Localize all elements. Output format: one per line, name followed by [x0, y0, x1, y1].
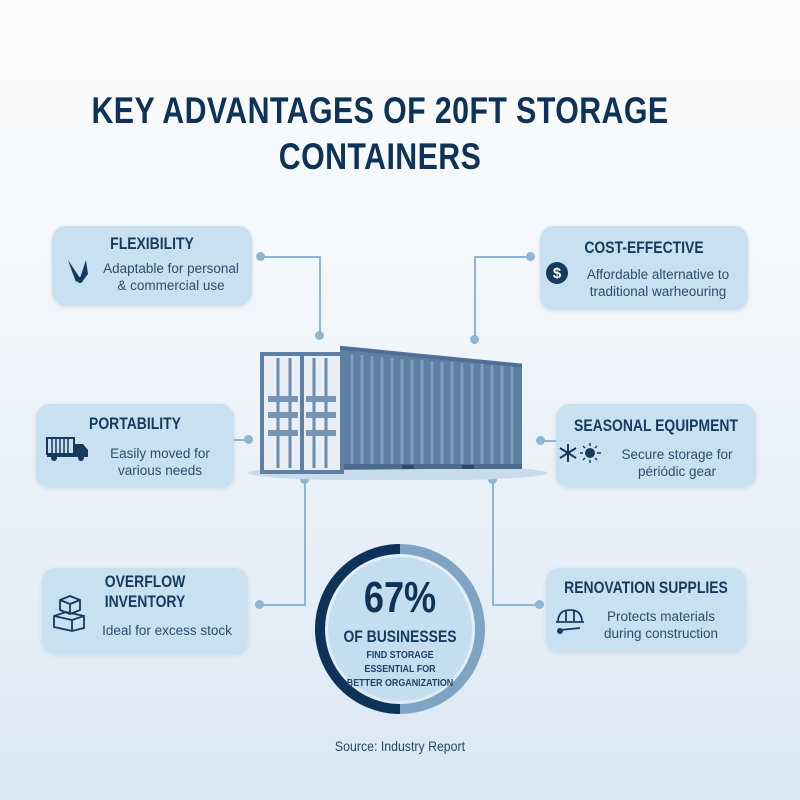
- source-note: Source: Industry Report: [334, 738, 466, 754]
- stat-caption-line: BETTER ORGANIZATION: [346, 677, 454, 689]
- connector-line: [540, 440, 556, 442]
- dollar-icon: $: [545, 261, 569, 285]
- connector-line: [474, 256, 476, 340]
- card-seasonal-equipment: SEASONAL EQUIPMENT Secure storage for pé…: [556, 404, 756, 488]
- stat-value: 67%: [363, 573, 437, 622]
- statistic-ring: 67% OF BUSINESSES FIND STORAGE ESSENTIAL…: [314, 543, 486, 715]
- shipping-container-illustration: [240, 340, 560, 480]
- title-line-1: KEY ADVANTAGES OF 20FT STORAGE: [91, 90, 669, 131]
- connector-dot: [536, 436, 545, 445]
- card-desc-line: Affordable alternative to: [586, 267, 730, 282]
- connector-dot: [244, 435, 253, 444]
- connector-line: [492, 480, 494, 605]
- connector-line: [319, 256, 321, 336]
- stat-caption-line: FIND STORAGE ESSENTIAL FOR: [364, 649, 436, 675]
- card-heading-line: INVENTORY: [104, 592, 186, 611]
- card-desc-line: various needs: [117, 463, 203, 478]
- connector-dot: [256, 252, 265, 261]
- card-desc-line: traditional warheouring: [589, 284, 727, 299]
- boxes-icon: [52, 594, 86, 632]
- stat-inner-circle: [328, 557, 472, 701]
- card-desc-line: & commercial use: [117, 278, 225, 293]
- card-heading-line: OVERFLOW: [104, 572, 186, 591]
- svg-text:$: $: [553, 265, 562, 282]
- card-heading: FLEXIBILITY: [110, 234, 194, 253]
- connector-dot: [488, 475, 497, 484]
- card-renovation-supplies: RENOVATION SUPPLIES Protects materials d…: [546, 568, 746, 652]
- card-desc-line: during construction: [603, 626, 719, 641]
- card-cost-effective: COST-EFFECTIVE $ Affordable alternative …: [540, 226, 748, 310]
- card-flexibility: FLEXIBILITY Adaptable for personal & com…: [52, 226, 252, 306]
- card-heading: COST-EFFECTIVE: [584, 238, 704, 257]
- card-heading: SEASONAL EQUIPMENT: [574, 416, 738, 435]
- hardhat-icon: [554, 606, 586, 636]
- connector-line: [258, 604, 306, 606]
- connector-dot: [470, 335, 479, 344]
- pencil-tools-icon: [66, 256, 90, 286]
- truck-icon: [46, 436, 90, 462]
- card-desc-line: Ideal for excess stock: [102, 623, 232, 638]
- connector-line: [304, 480, 306, 605]
- stat-caption: FIND STORAGE ESSENTIAL FOR BETTER ORGANI…: [342, 648, 458, 690]
- card-desc-line: Adaptable for personal: [103, 261, 239, 276]
- page-title: KEY ADVANTAGES OF 20FT STORAGE CONTAINER…: [68, 88, 691, 180]
- connector-line: [492, 604, 538, 606]
- title-line-2: CONTAINERS: [278, 136, 482, 177]
- card-desc-line: périódic gear: [637, 464, 717, 479]
- card-desc-line: Easily moved for: [110, 446, 210, 461]
- connector-dot: [300, 475, 309, 484]
- card-desc-line: Protects materials: [606, 609, 716, 624]
- card-portability: PORTABILITY Easily moved for various nee…: [36, 404, 234, 488]
- card-heading: OVERFLOW INVENTORY: [61, 572, 230, 612]
- card-heading: PORTABILITY: [89, 414, 181, 433]
- card-overflow-inventory: OVERFLOW INVENTORY Ideal for excess stoc…: [42, 568, 248, 654]
- stat-subject: OF BUSINESSES: [343, 627, 457, 646]
- connector-line: [234, 439, 248, 441]
- connector-dot: [255, 600, 264, 609]
- card-desc-line: Secure storage for: [621, 447, 733, 462]
- card-heading: RENOVATION SUPPLIES: [564, 578, 728, 597]
- connector-dot: [535, 600, 544, 609]
- connector-line: [474, 256, 530, 258]
- connector-line: [261, 256, 320, 258]
- snowflake-sun-icon: [558, 442, 602, 464]
- connector-dot: [315, 331, 324, 340]
- connector-dot: [526, 252, 535, 261]
